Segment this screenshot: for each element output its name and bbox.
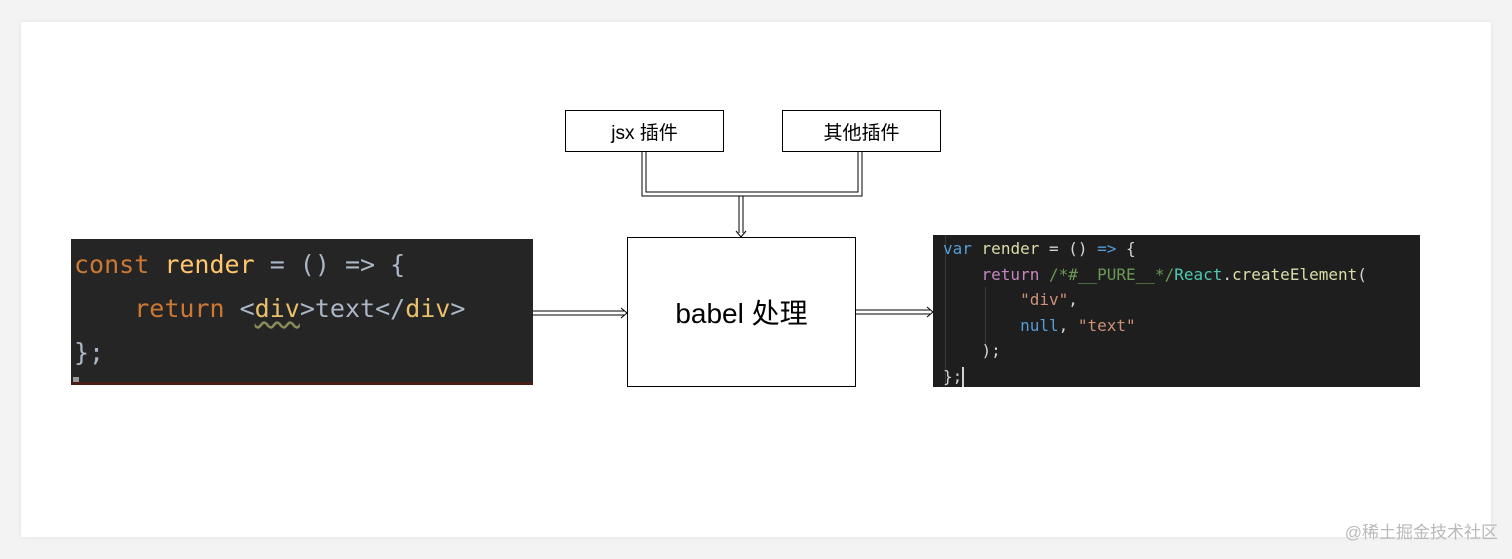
code-token: </ bbox=[375, 294, 406, 323]
plugins-to-babel-arrow bbox=[735, 196, 747, 238]
text-cursor bbox=[73, 377, 79, 382]
text-cursor bbox=[962, 367, 965, 388]
code-line: "div", bbox=[943, 287, 1420, 313]
code-line: return <div>text</div> bbox=[74, 287, 533, 331]
indent-guide bbox=[945, 235, 946, 387]
code-token: ); bbox=[981, 341, 1001, 361]
code-token: = () bbox=[1039, 239, 1098, 258]
babel-to-output-arrow bbox=[856, 306, 934, 318]
code-token: div bbox=[254, 294, 300, 323]
code-token: createElement bbox=[1232, 264, 1358, 284]
code-token: > bbox=[299, 294, 315, 323]
code-token: , bbox=[1068, 290, 1078, 310]
code-token: > bbox=[450, 294, 466, 323]
code-token: return bbox=[981, 264, 1040, 284]
code-token: , bbox=[1058, 315, 1078, 335]
code-token: ( bbox=[1357, 264, 1367, 284]
code-token: => bbox=[1097, 239, 1117, 258]
code-token: { bbox=[1116, 239, 1136, 258]
jsx-plugin-label: jsx 插件 bbox=[611, 122, 678, 144]
code-token: div bbox=[405, 294, 451, 323]
code-token: text bbox=[314, 294, 376, 323]
code-token: < bbox=[239, 294, 255, 323]
babel-process-label: babel 处理 bbox=[675, 298, 808, 329]
code-line: }; bbox=[943, 364, 1420, 390]
code-token: "text" bbox=[1077, 315, 1136, 335]
code-token: }; bbox=[943, 366, 963, 386]
code-token: "div" bbox=[1020, 290, 1069, 310]
input-to-babel-arrow bbox=[533, 307, 628, 319]
code-token: null bbox=[1020, 315, 1059, 335]
code-line: const render = () => { bbox=[74, 243, 533, 287]
code-line: }; bbox=[74, 331, 533, 375]
other-plugins-box: 其他插件 bbox=[782, 110, 941, 152]
babel-process-box: babel 处理 bbox=[627, 237, 856, 387]
code-line: return /*#__PURE__*/React.createElement( bbox=[943, 262, 1420, 288]
jsx-plugin-connector bbox=[641, 152, 741, 197]
other-plugins-label: 其他插件 bbox=[823, 122, 900, 144]
other-plugin-connector bbox=[741, 152, 863, 197]
code-token: render bbox=[981, 239, 1040, 258]
code-token: /*#__PURE__*/ bbox=[1048, 264, 1175, 284]
jsx-input-code-panel: const render = () => { return <div>text<… bbox=[71, 239, 533, 385]
code-token: render bbox=[164, 250, 255, 279]
code-token: const bbox=[74, 250, 150, 279]
code-line: null, "text" bbox=[943, 313, 1420, 339]
compiled-output-code-panel: var render = () => { return /*#__PURE__*… bbox=[933, 235, 1420, 390]
code-line: ); bbox=[943, 338, 1420, 364]
code-token: return bbox=[134, 294, 225, 323]
code-token: }; bbox=[74, 338, 105, 367]
code-token: . bbox=[1222, 264, 1233, 284]
watermark: @稀土掘金技术社区 bbox=[1344, 523, 1498, 542]
indent-guide bbox=[985, 287, 986, 347]
code-line: var render = () => { bbox=[943, 236, 1420, 262]
code-token: = () => { bbox=[254, 250, 406, 279]
code-token: React bbox=[1174, 264, 1223, 284]
code-token: var bbox=[943, 239, 972, 258]
jsx-plugin-box: jsx 插件 bbox=[565, 110, 724, 152]
